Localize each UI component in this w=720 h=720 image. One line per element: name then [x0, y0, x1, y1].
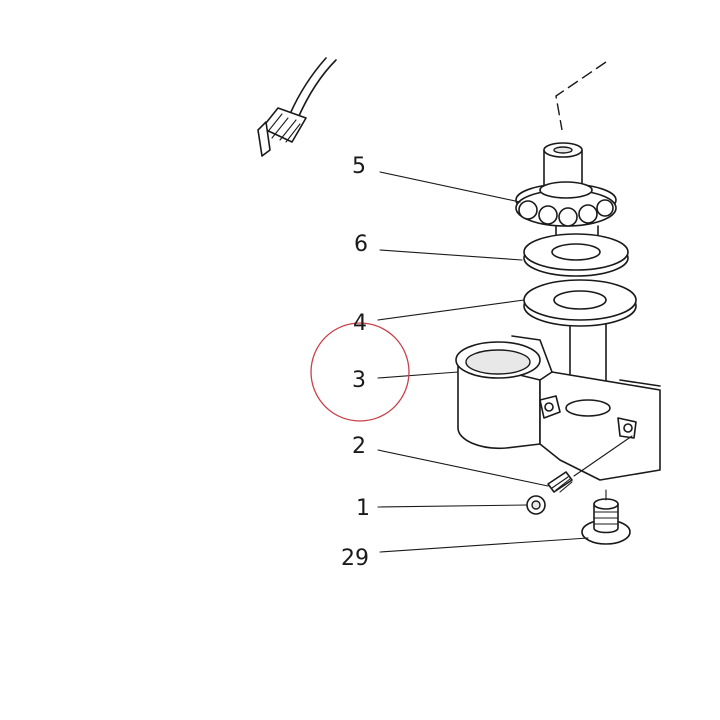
callout-29: 29	[341, 546, 369, 571]
callout-2: 2	[352, 434, 366, 459]
part-6-race	[523, 233, 629, 277]
part-2-screw	[547, 435, 633, 493]
part-3-clamp	[455, 335, 661, 481]
leader-line-4	[377, 299, 525, 321]
leader-line-2	[377, 449, 549, 487]
part-5-bearing	[515, 181, 617, 227]
highlight-circle	[310, 322, 410, 422]
callout-1: 1	[356, 496, 370, 521]
cable-connector	[257, 57, 337, 157]
axis-line	[555, 61, 607, 131]
leader-line-3	[377, 371, 459, 379]
callout-5: 5	[352, 154, 366, 179]
leader-line-29	[379, 537, 589, 553]
leader-lines	[377, 171, 589, 553]
leader-line-1	[377, 504, 528, 508]
part-1-nut	[526, 495, 546, 515]
leader-line-5	[379, 171, 521, 203]
callout-3: 3	[352, 368, 366, 393]
leader-line-6	[379, 249, 523, 261]
part-4-washer	[523, 279, 637, 327]
part-29-plug	[581, 489, 631, 545]
callout-4: 4	[353, 311, 367, 336]
callout-6: 6	[354, 232, 368, 257]
